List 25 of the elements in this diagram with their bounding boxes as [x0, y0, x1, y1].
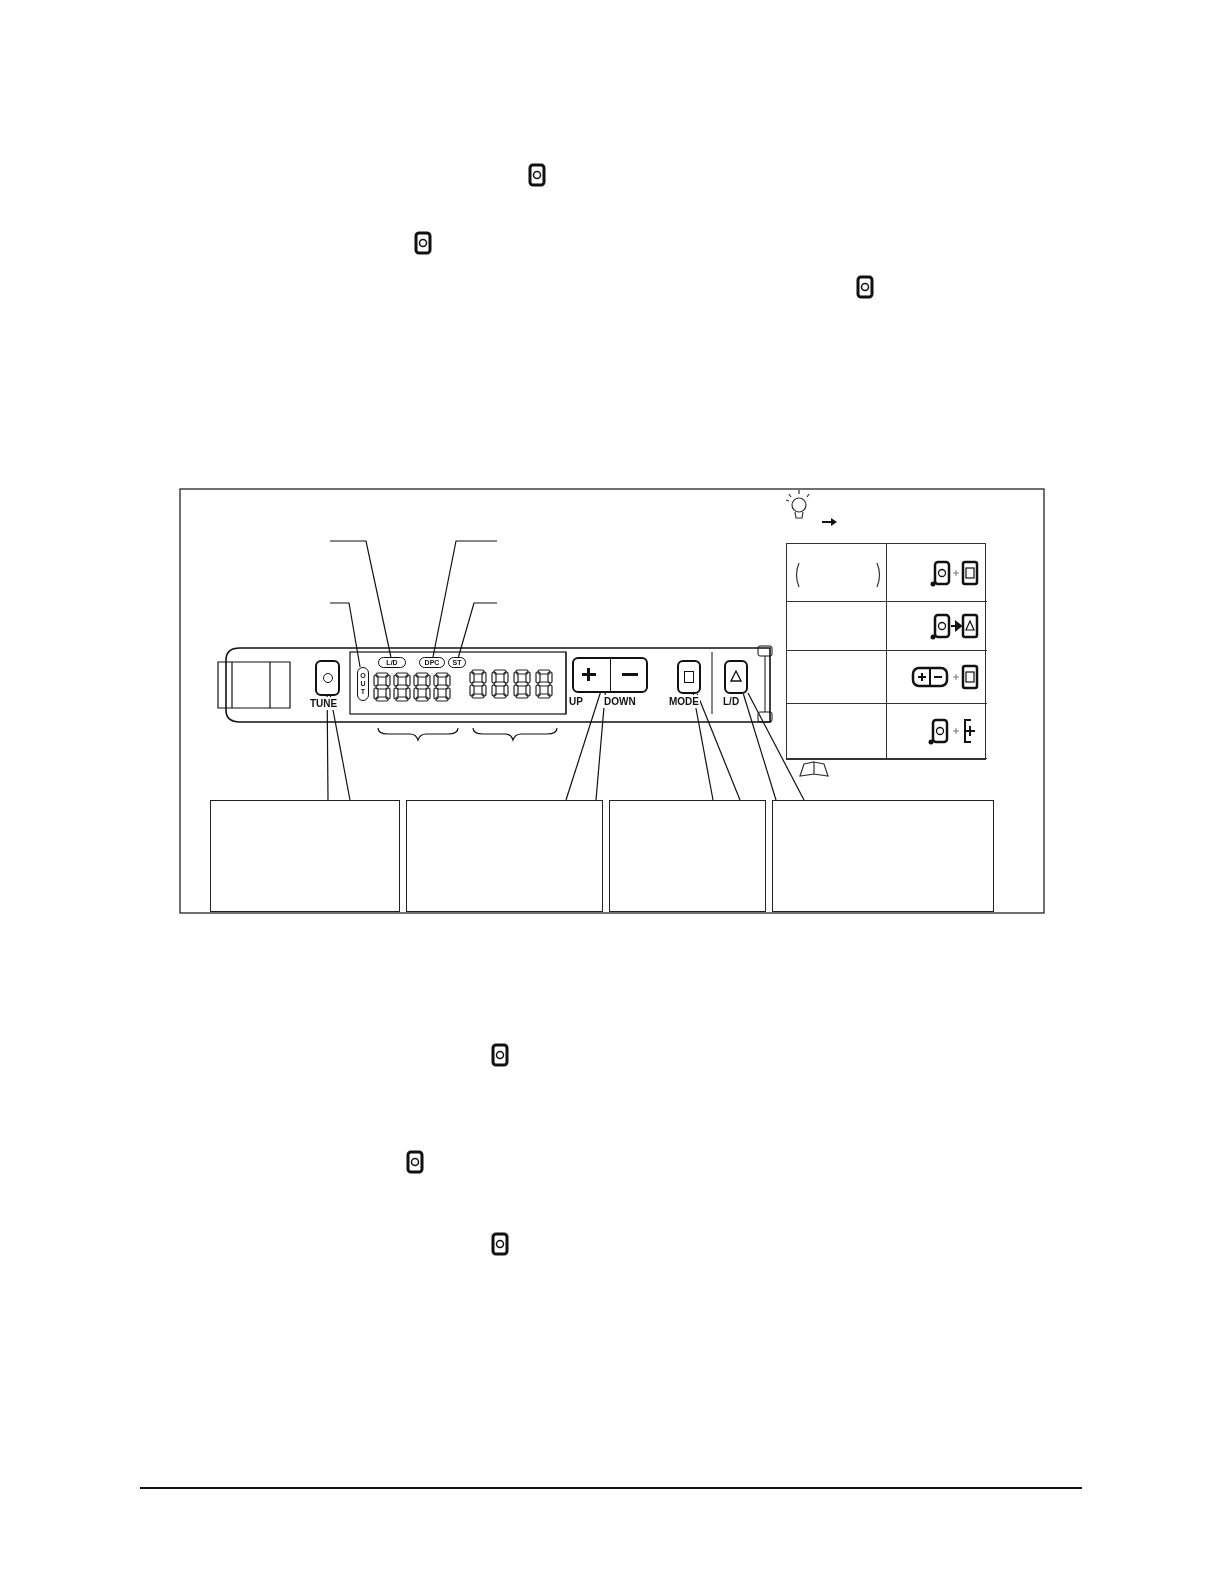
button-label: DOWN: [603, 695, 637, 708]
leader-line: [329, 540, 392, 658]
callout-box: [772, 800, 994, 912]
triangle-button: [724, 660, 748, 694]
leader-line: [329, 695, 351, 801]
leader-line: [742, 693, 777, 801]
button-label: MODE: [668, 695, 700, 708]
callout-box: [406, 800, 603, 912]
leader-line: [747, 692, 805, 801]
leader-line: [457, 602, 498, 658]
round-button: [315, 660, 340, 696]
leader-line: [329, 602, 361, 668]
leader-line: [696, 693, 741, 801]
button-label: L/D: [722, 695, 741, 708]
square-button: [677, 660, 701, 694]
leader-line: [326, 695, 329, 801]
leader-line: [565, 692, 601, 801]
leader-line: [595, 692, 606, 801]
button-label: TUNE: [309, 697, 339, 710]
leader-line: [432, 540, 498, 658]
callout-box: [210, 800, 400, 912]
leader-line: [692, 693, 714, 801]
callout-box: [609, 800, 766, 912]
up-down-button: [572, 657, 648, 693]
button-label: UP: [568, 695, 584, 708]
